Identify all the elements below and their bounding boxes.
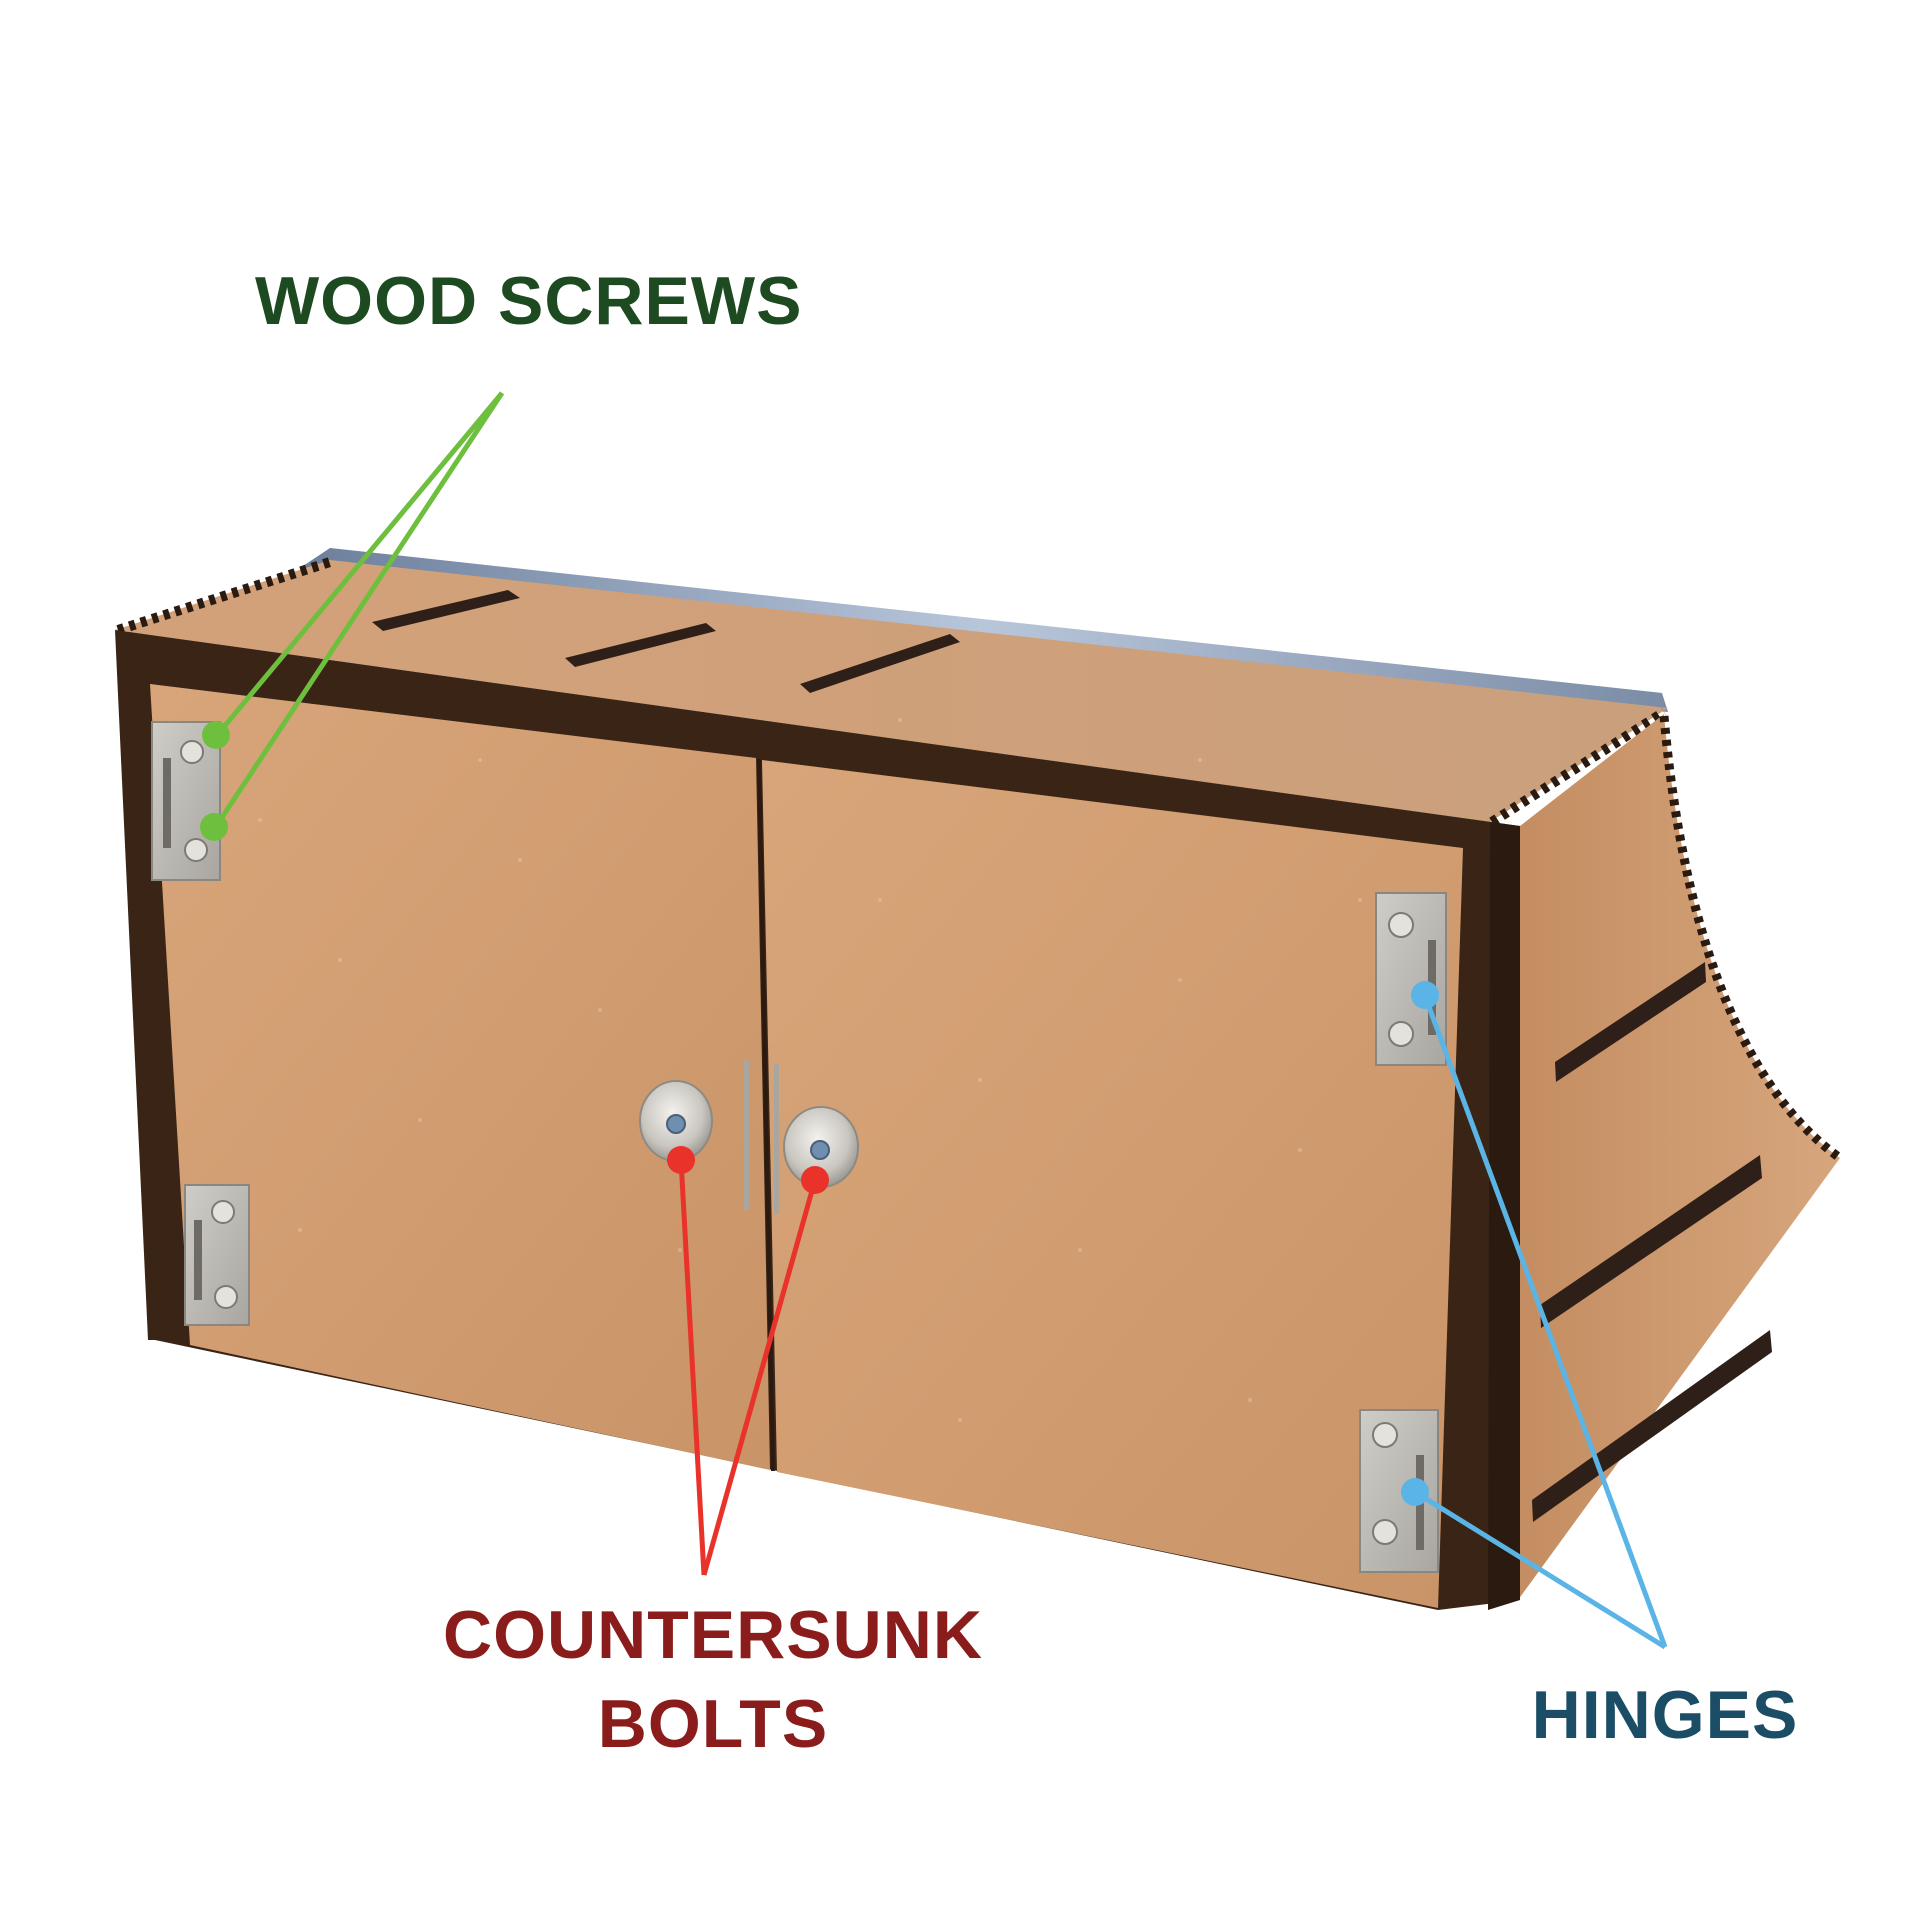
top-slot (800, 634, 960, 693)
wood-screws-label: WOOD SCREWS (255, 263, 802, 339)
hinge-top-left (151, 721, 221, 881)
top-slot (372, 590, 520, 631)
right-door (762, 760, 1463, 1608)
countersunk-label-line1: COUNTERSUNK (443, 1597, 983, 1673)
hinges-callout (1413, 995, 1668, 1650)
callout-dot (1401, 1478, 1429, 1506)
top-slot (565, 623, 716, 667)
countersunk-callout (678, 1159, 818, 1576)
screw-icon (214, 1285, 238, 1309)
door-gap (757, 758, 775, 1472)
screw-icon (180, 740, 204, 764)
screw-icon (184, 838, 208, 862)
callout-dot (801, 1166, 829, 1194)
ramp-body (115, 548, 1843, 1610)
finger-joint-edge (116, 557, 332, 635)
wood-screws-callout (212, 391, 505, 830)
door-handle (774, 1064, 779, 1214)
hinge-top-right (1375, 892, 1447, 1066)
side-slot (1540, 1155, 1762, 1328)
side-slot (1532, 1330, 1772, 1522)
callout-dot (202, 721, 230, 749)
screw-icon (1388, 1021, 1414, 1047)
screw-icon (211, 1200, 235, 1224)
screw-icon (1372, 1422, 1398, 1448)
countersunk-label-line2: BOLTS (598, 1686, 828, 1762)
screw-icon (1372, 1519, 1398, 1545)
finger-joint-edge (1489, 707, 1667, 827)
ramp-top-deck (115, 560, 1668, 822)
screw-icon (1388, 912, 1414, 938)
mdf-texture (258, 718, 1362, 1422)
side-slot (1555, 962, 1706, 1082)
hinge-bottom-left (184, 1184, 250, 1326)
door-handle (744, 1060, 749, 1210)
callout-dot (1411, 981, 1439, 1009)
finger-joint-edge (1659, 715, 1843, 1162)
ramp-side-curve (1518, 714, 1840, 1600)
hinges-label: HINGES (1532, 1677, 1799, 1753)
callout-dot (200, 813, 228, 841)
left-door (150, 684, 770, 1470)
callout-dot (667, 1146, 695, 1174)
